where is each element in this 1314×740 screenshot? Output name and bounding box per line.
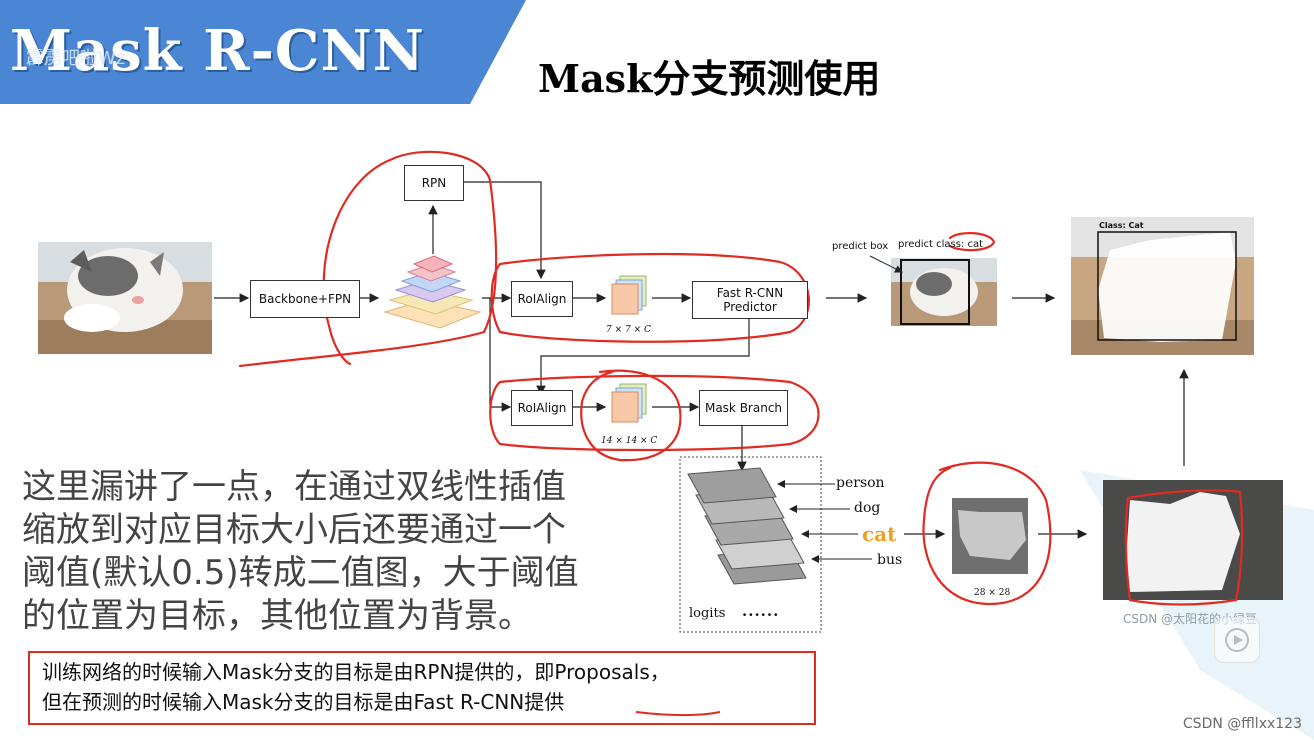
binary-mask-image	[1103, 480, 1283, 600]
feature-cube-bottom	[611, 383, 647, 423]
class-cat-label: Class: Cat	[1099, 221, 1144, 230]
play-button[interactable]	[1214, 617, 1260, 663]
note-line-2: 缩放到对应目标大小后还要通过一个	[22, 510, 566, 550]
bottom-note-box: 训练网络的时候输入Mask分支的目标是由RPN提供的，即Proposals， 但…	[28, 651, 816, 725]
mask-branch-box: Mask Branch	[699, 390, 788, 426]
note-line-4: 的位置为目标，其他位置为背景。	[22, 596, 532, 636]
dim-label-bottom: 14 × 14 × C	[601, 436, 658, 446]
rpn-box: RPN	[404, 165, 464, 201]
slide-title: Mask分支预测使用	[538, 56, 881, 101]
banner-title: Mask R-CNN	[10, 18, 425, 84]
note-line-3: 阈值(默认0.5)转成二值图，大于阈值	[22, 553, 579, 593]
mask-28x28	[952, 498, 1028, 574]
fast-rcnn-predictor-box: Fast R-CNN Predictor	[692, 281, 808, 319]
note-line-1: 这里漏讲了一点，在通过双线性插值	[22, 467, 566, 507]
predict-box-label: predict box	[832, 241, 889, 252]
feature-cube-top	[611, 275, 647, 315]
title-banner	[0, 0, 526, 104]
logits-ellipsis: ......	[742, 602, 780, 620]
bottom-line-1: 训练网络的时候输入Mask分支的目标是由RPN提供的，即Proposals，	[42, 660, 670, 684]
predict-cat-image	[891, 258, 997, 326]
roialign-bottom-label: RoIAlign	[517, 401, 567, 415]
roialign-top-label: RoIAlign	[517, 292, 567, 306]
red-annotations	[238, 150, 1244, 606]
note-text: 这里漏讲了一点，在通过双线性插值 缩放到对应目标大小后还要通过一个 阈值(默认0…	[22, 466, 682, 638]
logit-label-cat: cat	[862, 522, 897, 546]
roialign-top-box: RoIAlign	[511, 281, 573, 317]
bottom-line-2-prefix: 但在预测的时候输入Mask分支的目标是由	[42, 690, 414, 714]
bottom-line-2: 但在预测的时候输入Mask分支的目标是由Fast R-CNN提供	[42, 687, 814, 717]
csdn-watermark-corner: CSDN @ffllxx123	[1182, 716, 1302, 732]
backbone-fpn-label: Backbone+FPN	[258, 292, 352, 306]
play-icon	[1225, 628, 1249, 652]
input-cat-image	[38, 242, 212, 354]
logit-label-bus: bus	[877, 552, 903, 568]
logits-label: logits	[689, 606, 726, 621]
rpn-label: RPN	[421, 176, 447, 190]
bottom-line-2-emphasis: Fast R-CNN提供	[413, 690, 565, 714]
backbone-fpn-box: Backbone+FPN	[250, 280, 360, 318]
mask-size-label: 28 × 28	[974, 588, 1011, 598]
fpn-pyramid	[383, 255, 482, 329]
logit-label-person: person	[836, 475, 885, 491]
fast-rcnn-label-1: Fast R-CNN	[716, 286, 784, 300]
dim-label-top: 7 × 7 × C	[606, 325, 651, 335]
roialign-bottom-box: RoIAlign	[511, 390, 573, 426]
fast-rcnn-label-2: Predictor	[723, 300, 777, 314]
logits-stack	[687, 467, 807, 585]
logit-label-dog: dog	[854, 500, 881, 516]
predict-class-label: predict class: cat	[898, 239, 984, 250]
watermark-top: 霹雳吧啦Wz	[26, 48, 126, 69]
final-masked-image	[1071, 217, 1254, 355]
mask-branch-label: Mask Branch	[704, 401, 783, 415]
